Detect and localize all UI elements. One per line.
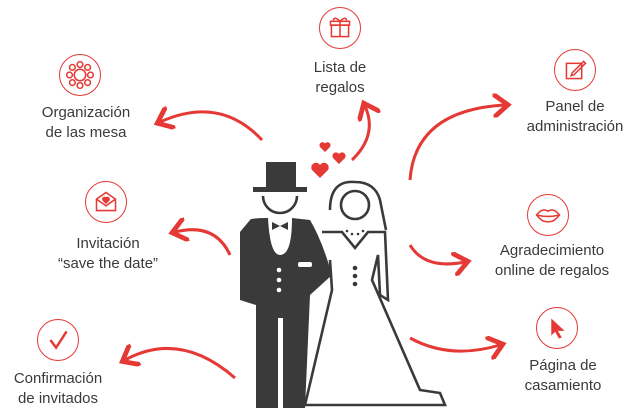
- table-seating-icon: [59, 54, 101, 96]
- gift-icon: [319, 7, 361, 49]
- feature-page-line2: casamiento: [524, 377, 602, 394]
- envelope-heart-icon: [85, 181, 127, 223]
- edit-icon: [554, 49, 596, 91]
- feature-tables-line2: de las mesa: [45, 124, 127, 141]
- feature-page-line1: Página de: [529, 357, 597, 374]
- checkmark-icon: [37, 319, 79, 361]
- arrow-invitation: [175, 230, 232, 256]
- feature-rsvp-line1: Confirmación: [13, 370, 103, 387]
- cursor-icon: [536, 307, 578, 349]
- feature-thanks-line2: online de regalos: [494, 262, 610, 279]
- feature-tables-line1: Organización: [41, 104, 131, 121]
- feature-invitation-line1: Invitación: [76, 235, 140, 252]
- arrow-gifts: [350, 106, 369, 162]
- arrow-admin: [408, 105, 505, 181]
- feature-thanks-line1: Agradecimiento: [499, 242, 605, 259]
- arrow-rsvp: [125, 348, 236, 380]
- hearts-icon: [311, 142, 346, 178]
- groom-figure: [240, 162, 332, 408]
- arrow-tables: [160, 112, 264, 142]
- arrow-page: [409, 338, 500, 351]
- feature-gifts-line2: regalos: [315, 79, 365, 96]
- feature-admin-line2: administración: [526, 118, 624, 135]
- feature-gifts-line1: Lista de: [313, 59, 367, 76]
- feature-invitation-line2: “save the date”: [57, 255, 159, 272]
- lips-icon: [527, 194, 569, 236]
- bride-figure: [303, 180, 447, 407]
- feature-rsvp-line2: de invitados: [17, 390, 99, 407]
- arrow-thanks: [408, 244, 465, 264]
- feature-admin-line1: Panel de: [545, 98, 605, 115]
